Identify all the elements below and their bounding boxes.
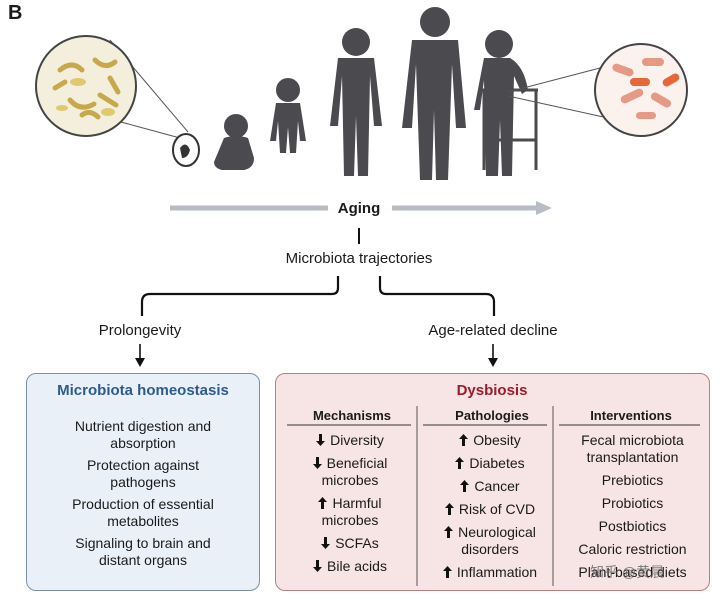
pathologies-item: Risk of CVD <box>420 501 560 518</box>
item-text: microbes <box>321 512 379 528</box>
item-text: Inflammation <box>456 564 538 580</box>
dysbiosis-box <box>275 373 710 591</box>
arrow-up-icon <box>442 566 452 578</box>
interventions-item: Prebiotics <box>560 472 705 489</box>
panel-label: B <box>8 2 23 24</box>
item-line: Fecal microbiota <box>581 432 684 448</box>
item-text: Bile acids <box>327 558 387 574</box>
infant-microbiota-circle <box>35 35 200 167</box>
arrow-down-icon <box>321 537 331 549</box>
watermark: 知乎 @黄晨 <box>590 564 665 580</box>
item-text: Neurological <box>458 524 536 540</box>
pathologies-item: Inflammation <box>420 564 560 581</box>
aging-illustration <box>35 7 688 215</box>
human-silhouettes <box>214 7 528 180</box>
item-line: Nutrient digestion and <box>74 418 212 434</box>
item-line: transplantation <box>586 449 679 465</box>
dysbiosis-title: Dysbiosis <box>456 382 528 399</box>
mechanisms-header: Mechanisms <box>312 408 392 423</box>
interventions-header: Interventions <box>590 408 672 423</box>
microbiota-homeostasis-box <box>26 373 260 591</box>
elderly-microbiota-circle <box>507 43 688 137</box>
walker <box>482 88 538 170</box>
arrow-up-icon <box>459 434 469 446</box>
interventions-item: Probiotics <box>560 495 705 512</box>
mechanisms-item: Diversity <box>280 432 420 449</box>
item-text: Harmful <box>332 495 382 511</box>
item-line: Plant-based diets <box>578 564 687 580</box>
arrow-up-icon <box>455 457 465 469</box>
interventions-item: Postbiotics <box>560 518 705 535</box>
arrow-down-icon <box>312 457 322 469</box>
toddler-silhouette <box>270 78 306 153</box>
item-line: distant organs <box>99 552 187 568</box>
arrow-up-icon <box>460 480 470 492</box>
pathologies-header: Pathologies <box>455 408 529 423</box>
arrow-down-icon <box>313 560 323 572</box>
item-line: Signaling to brain and <box>75 535 211 551</box>
interventions-item: Plant-based diets <box>560 564 705 581</box>
item-text: microbes <box>321 472 379 488</box>
item-line: Postbiotics <box>598 518 667 534</box>
pathologies-item: Obesity <box>420 432 560 449</box>
adult-silhouette <box>402 7 466 180</box>
item-line: Probiotics <box>601 495 664 511</box>
trajectories-label: Microbiota trajectories <box>285 250 433 267</box>
item-line: metabolites <box>107 513 179 529</box>
pathologies-item: Diabetes <box>420 455 560 472</box>
mechanisms-item: SCFAs <box>280 535 420 552</box>
arrow-up-icon <box>444 526 454 538</box>
interventions-item: Caloric restriction <box>560 541 705 558</box>
item-line: absorption <box>110 435 176 451</box>
aging-arrow <box>170 201 552 215</box>
pathologies-item: Cancer <box>420 478 560 495</box>
aging-label: Aging <box>337 200 381 217</box>
item-text: SCFAs <box>335 535 379 551</box>
item-text: Beneficial <box>326 455 388 471</box>
homeostasis-title: Microbiota homeostasis <box>57 382 229 399</box>
arrow-up-icon <box>444 503 454 515</box>
item-text: Cancer <box>474 478 520 494</box>
dysbiosis-table-lines <box>287 406 700 586</box>
baby-silhouette <box>214 114 254 170</box>
item-text: Diabetes <box>469 455 525 471</box>
item-text: Diversity <box>330 432 384 448</box>
item-line: Production of essential <box>72 496 214 512</box>
age-related-decline-label: Age-related decline <box>428 322 558 339</box>
child-silhouette <box>330 28 382 176</box>
item-line: pathogens <box>110 474 176 490</box>
prolongevity-label: Prolongevity <box>98 322 182 339</box>
mechanisms-item: Bile acids <box>280 558 420 575</box>
item-text: Obesity <box>473 432 521 448</box>
item-text: Risk of CVD <box>458 501 536 517</box>
item-line: Protection against <box>86 457 200 473</box>
arrow-up-icon <box>318 497 328 509</box>
item-line: Prebiotics <box>601 472 664 488</box>
item-text: disorders <box>461 541 519 557</box>
flow-connectors <box>135 228 498 367</box>
arrow-down-icon <box>316 434 326 446</box>
item-line: Caloric restriction <box>578 541 687 557</box>
elderly-silhouette <box>474 30 528 176</box>
